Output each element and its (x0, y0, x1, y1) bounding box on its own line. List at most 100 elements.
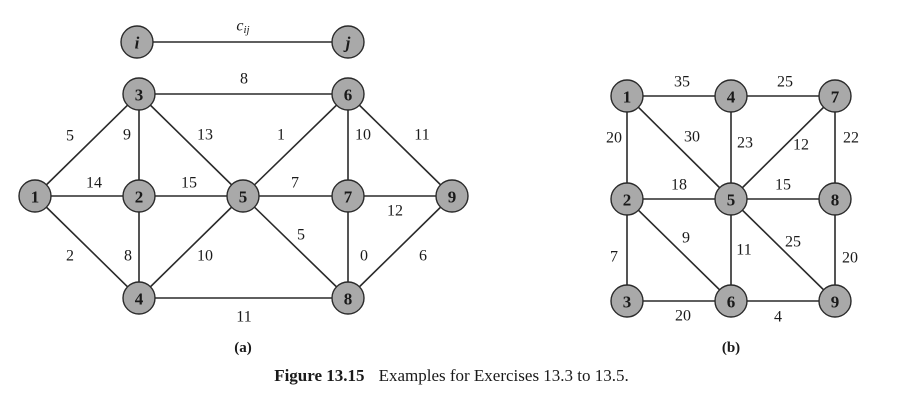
edge-weight-5-7: 7 (291, 175, 299, 192)
node-b-8: 8 (818, 182, 852, 216)
edge-weight-1-4: 35 (674, 74, 690, 91)
edge-weight-5-8: 5 (297, 227, 305, 244)
edge-weight-4-5: 23 (737, 135, 753, 152)
edge-weight-5-9: 25 (785, 234, 801, 251)
node-circle (122, 77, 156, 111)
node-label: 2 (623, 191, 632, 210)
node-circle (331, 77, 365, 111)
edge-weight-7-9: 12 (387, 203, 403, 220)
node-label: j (343, 34, 351, 53)
node-b-5: 5 (714, 182, 748, 216)
edge-weight-3-5: 13 (197, 127, 213, 144)
node-label: 8 (344, 290, 353, 309)
subfigure-label-a: (a) (234, 340, 252, 356)
node-circle (610, 182, 644, 216)
edge-5-8 (242, 195, 349, 299)
node-b-4: 4 (714, 79, 748, 113)
node-circle (714, 284, 748, 318)
node-a-3: 3 (122, 77, 156, 111)
node-a-2: 2 (122, 179, 156, 213)
node-label: 7 (344, 188, 353, 207)
node-circle (122, 281, 156, 315)
legend-node-i: i (120, 25, 154, 59)
edge-weight-3-6: 20 (675, 308, 691, 325)
node-b-3: 3 (610, 284, 644, 318)
node-circle (226, 179, 260, 213)
node-label: 8 (831, 191, 840, 210)
node-a-8: 8 (331, 281, 365, 315)
edge-weight-5-8: 15 (775, 177, 791, 194)
edge-1-5 (626, 95, 732, 200)
edge-1-4 (34, 195, 140, 299)
edge-5-4 (138, 195, 244, 299)
edge-weight-2-6: 9 (682, 230, 690, 247)
edge-5-9 (730, 198, 836, 302)
node-circle (714, 182, 748, 216)
node-label: 9 (831, 293, 840, 312)
node-label: i (135, 34, 140, 53)
node-circle (331, 179, 365, 213)
edge-2-6 (626, 198, 732, 302)
node-label: 4 (727, 88, 736, 107)
edge-weight-7-8: 22 (843, 130, 859, 147)
node-b-1: 1 (610, 79, 644, 113)
node-circle (435, 179, 469, 213)
node-label: 2 (135, 188, 144, 207)
legend-node-j: j (331, 25, 365, 59)
edge-weight-7-5: 12 (793, 137, 809, 154)
edge-weight-2-4: 8 (124, 248, 132, 265)
node-label: 7 (831, 88, 840, 107)
edge-weight-4-8: 11 (236, 309, 251, 326)
node-circle (610, 284, 644, 318)
node-circle (120, 25, 154, 59)
edge-weight-2-5: 18 (671, 177, 687, 194)
node-b-7: 7 (818, 79, 852, 113)
node-circle (18, 179, 52, 213)
node-label: 6 (344, 86, 353, 105)
node-circle (331, 25, 365, 59)
node-circle (122, 179, 156, 213)
node-circle (714, 79, 748, 113)
edge-weight-1-3: 5 (66, 128, 74, 145)
node-label: 3 (135, 86, 144, 105)
edge-6-9 (347, 93, 453, 197)
edge-weight-6-9: 11 (414, 127, 429, 144)
node-circle (818, 284, 852, 318)
node-a-7: 7 (331, 179, 365, 213)
edge-weight-7-8: 0 (360, 248, 368, 265)
node-b-2: 2 (610, 182, 644, 216)
node-label: 9 (448, 188, 457, 207)
subfigure-label-b: (b) (722, 340, 740, 356)
node-circle (331, 281, 365, 315)
edge-weight-2-5: 15 (181, 175, 197, 192)
edge-7-5 (730, 95, 836, 200)
caption-text: Examples for Exercises 13.3 to 13.5. (378, 366, 629, 385)
edge-weight-9-8: 6 (419, 248, 427, 265)
edge-9-8 (347, 195, 453, 299)
edge-weight-1-5: 30 (684, 129, 700, 146)
edge-weight-1-4: 2 (66, 248, 74, 265)
edge-weight-3-2: 9 (123, 127, 131, 144)
node-circle (818, 182, 852, 216)
node-a-9: 9 (435, 179, 469, 213)
edge-weight-1-2: 20 (606, 130, 622, 147)
edge-6-5 (242, 93, 349, 197)
edge-weight-5-4: 10 (197, 248, 213, 265)
node-label: 1 (623, 88, 632, 107)
node-a-5: 5 (226, 179, 260, 213)
node-label: 5 (727, 191, 736, 210)
edge-weight-3-6: 8 (240, 71, 248, 88)
node-label: 1 (31, 188, 40, 207)
node-b-6: 6 (714, 284, 748, 318)
edge-weight-5-6: 11 (736, 242, 751, 259)
edge-weight-6-7: 10 (355, 127, 371, 144)
edge-1-3 (34, 93, 140, 197)
edge-weight-6-9: 4 (774, 309, 782, 326)
edge-3-5 (138, 93, 244, 197)
node-label: 4 (135, 290, 144, 309)
node-b-9: 9 (818, 284, 852, 318)
